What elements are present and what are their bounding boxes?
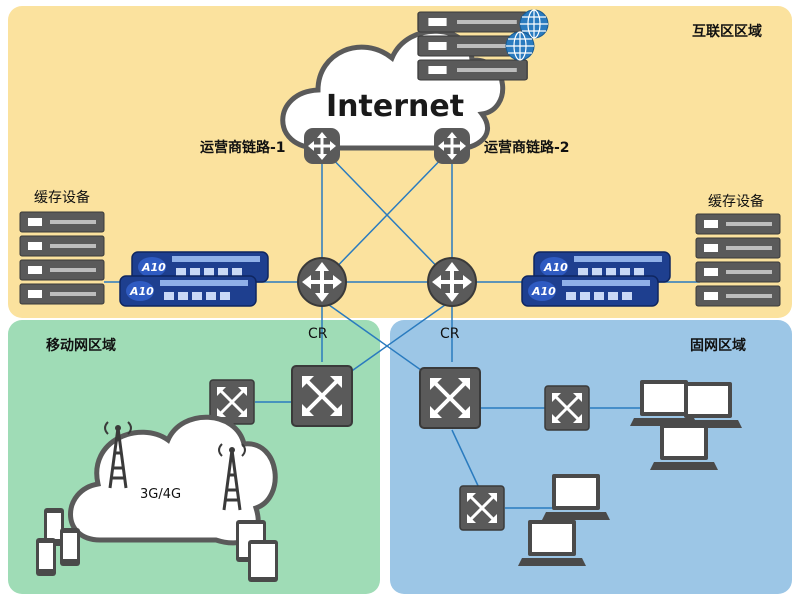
mobile-zone-label: 移动网区域 xyxy=(46,337,116,354)
laptop-icon xyxy=(542,474,610,520)
isp-router-2 xyxy=(434,128,470,164)
internet-zone-label: 互联区区域 xyxy=(692,23,762,40)
a10-appliance: A10 xyxy=(119,275,257,307)
fixed-zone xyxy=(390,320,792,594)
internet-zone xyxy=(8,6,792,318)
fixed-access-switch-2 xyxy=(458,484,506,532)
internet-server-3 xyxy=(417,59,528,81)
laptop-icon xyxy=(674,382,742,428)
phone-icon xyxy=(60,528,80,566)
globe-icon xyxy=(505,31,535,61)
internet-server-1 xyxy=(417,11,528,33)
svg-text:A10: A10 xyxy=(129,285,154,298)
fixed-access-switch-1 xyxy=(543,384,591,432)
core-router-right xyxy=(427,257,477,307)
svg-text:A10: A10 xyxy=(543,261,568,274)
a10-appliance: A10 xyxy=(131,251,269,283)
mobile-cloud-label: 3G/4G xyxy=(140,487,181,502)
laptop-icon xyxy=(518,520,586,566)
isp-link-2-label: 运营商链路-2 xyxy=(484,139,570,156)
svg-text:A10: A10 xyxy=(141,261,166,274)
internet-label: Internet xyxy=(326,89,464,124)
svg-text:A10: A10 xyxy=(531,285,556,298)
fixed-zone-label: 固网区域 xyxy=(690,337,746,354)
laptop-icon xyxy=(650,424,718,470)
isp-router-1 xyxy=(304,128,340,164)
cr-right-label: CR xyxy=(440,326,460,342)
mobile-core-switch xyxy=(290,364,354,428)
core-router-left xyxy=(297,257,347,307)
cache-left-label: 缓存设备 xyxy=(34,189,90,206)
phone-icon xyxy=(36,538,56,576)
cr-left-label: CR xyxy=(308,326,328,342)
isp-link-1-label: 运营商链路-1 xyxy=(200,139,286,156)
tablet-icon xyxy=(248,540,278,582)
fixed-core-switch xyxy=(418,366,482,430)
a10-appliance: A10 xyxy=(533,251,671,283)
a10-appliance: A10 xyxy=(521,275,659,307)
cache-right-label: 缓存设备 xyxy=(708,193,764,210)
